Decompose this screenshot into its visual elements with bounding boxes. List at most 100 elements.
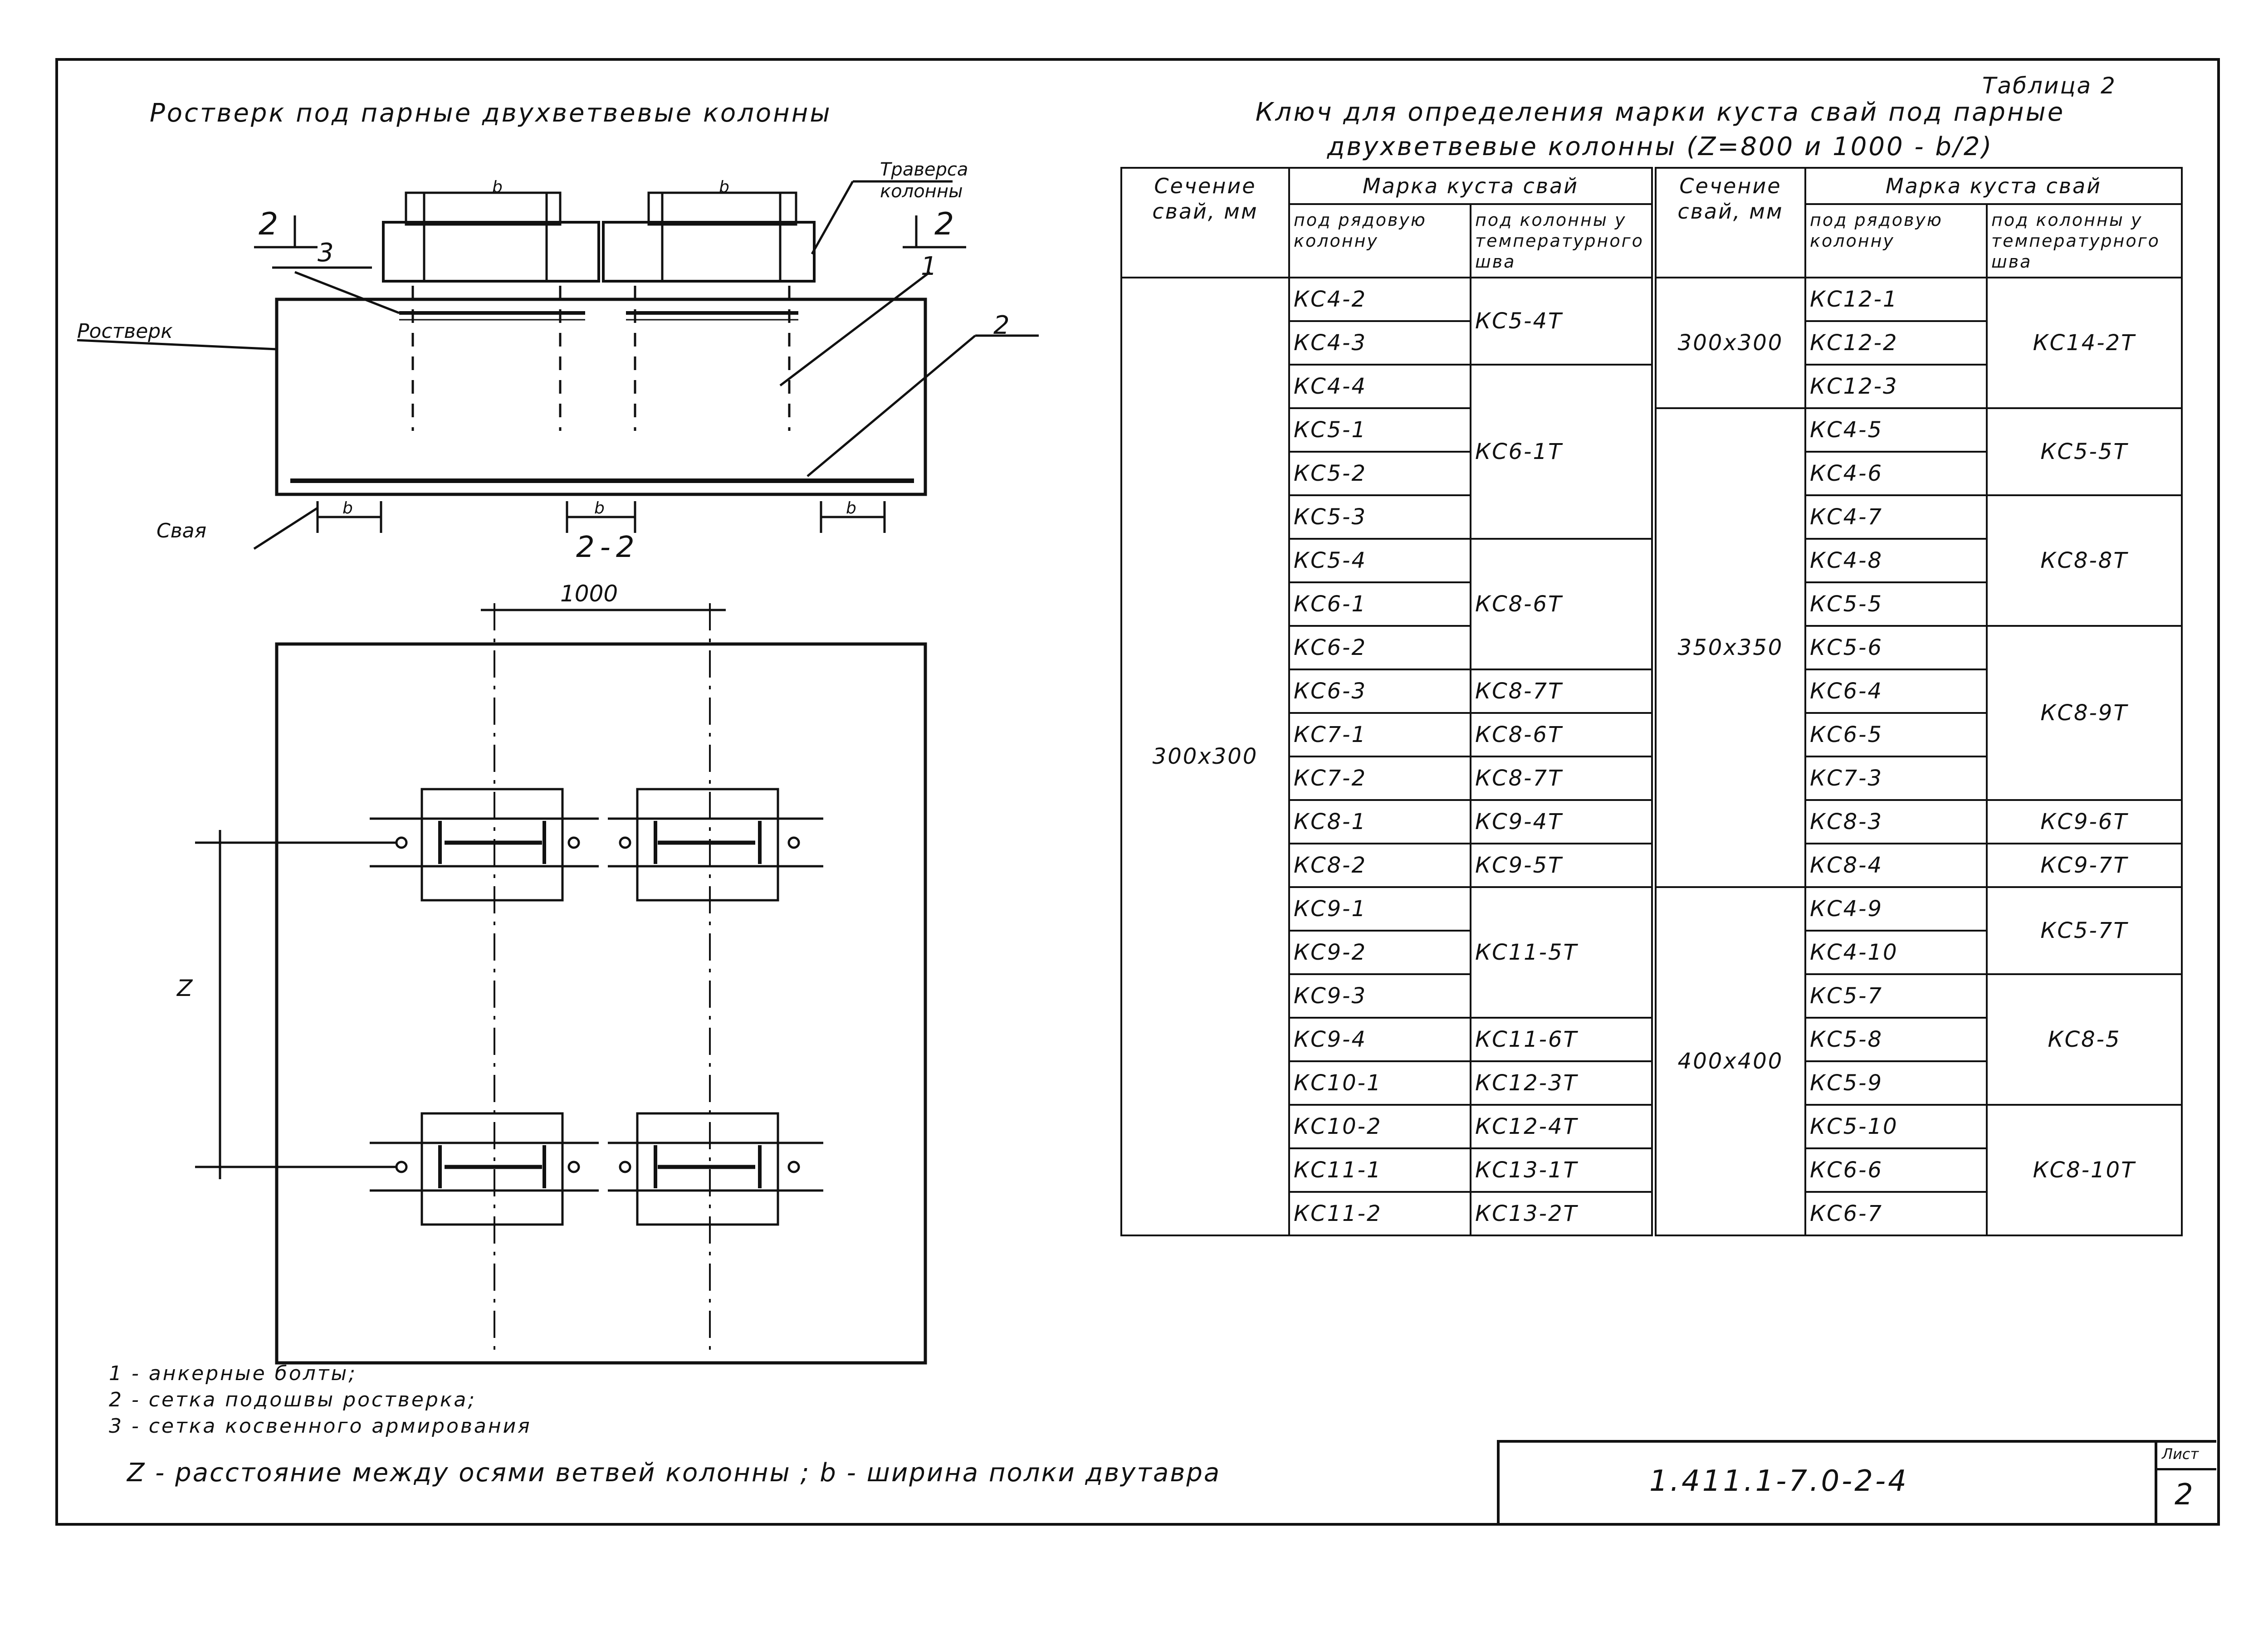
traverse-label: Траверса колонны: [880, 159, 968, 202]
grillage-label: Ростверк: [77, 320, 173, 343]
cell-row-mark-right: КС5-7: [1804, 973, 1988, 1019]
cell-row-mark-right: КС6-4: [1804, 669, 1988, 714]
cut-mark-right: 2: [934, 206, 954, 242]
cell-row-mark-left: КС9-3: [1288, 973, 1471, 1019]
cell-row-mark-right: КС12-1: [1804, 277, 1988, 322]
cell-temp-mark-right: КС8-5: [1986, 973, 2183, 1106]
header-section-right: Сечение свай, мм: [1653, 167, 1806, 278]
cell-temp-mark-left: КС12-3Т: [1470, 1060, 1657, 1106]
frame-bottom-rule: [55, 1523, 2217, 1526]
callout-3: 3: [318, 238, 334, 268]
cell-section-right: 300x300: [1653, 277, 1806, 409]
cell-row-mark-left: КС11-2: [1288, 1191, 1471, 1236]
drawing-code: 1.411.1-7.0-2-4: [1649, 1464, 1909, 1498]
column-left-top: [405, 191, 562, 226]
dim-b: b: [846, 499, 856, 517]
header-temp-left: под колонны у температурного шва: [1470, 203, 1657, 278]
dim-b: b: [594, 499, 605, 517]
cell-row-mark-left: КС9-1: [1288, 886, 1471, 932]
cell-row-mark-right: КС4-8: [1804, 538, 1988, 583]
dim-b: b: [719, 178, 729, 196]
cell-row-mark-left: КС9-4: [1288, 1017, 1471, 1062]
dim-z: Z: [177, 975, 193, 1001]
cell-temp-mark-left: КС13-1Т: [1470, 1147, 1657, 1193]
cell-row-mark-right: КС5-10: [1804, 1104, 1988, 1149]
cell-temp-mark-right: КС9-7Т: [1986, 843, 2183, 888]
column-base-left: [382, 221, 600, 283]
cell-row-mark-right: КС5-9: [1804, 1060, 1988, 1106]
grillage-body: [275, 298, 927, 496]
cell-row-mark-left: КС6-3: [1288, 669, 1471, 714]
note-2: 2 - сетка подошвы ростверка;: [109, 1388, 477, 1411]
grillage-title: Ростверк под парные двухветвевые колонны: [150, 98, 832, 128]
cell-temp-mark-left: КС11-5Т: [1470, 886, 1657, 1019]
cell-row-mark-left: КС8-2: [1288, 843, 1471, 888]
cell-temp-mark-left: КС13-2Т: [1470, 1191, 1657, 1236]
cell-row-mark-right: КС5-6: [1804, 625, 1988, 670]
dim-1000: 1000: [560, 581, 618, 607]
cell-row-mark-left: КС8-1: [1288, 799, 1471, 844]
cell-row-mark-right: КС6-6: [1804, 1147, 1988, 1193]
column-plan: [636, 788, 779, 902]
cell-temp-mark-right: КС5-5Т: [1986, 407, 2183, 496]
cell-temp-mark-right: КС8-8Т: [1986, 494, 2183, 627]
table-title: Ключ для определения марки куста свай по…: [1116, 95, 2204, 164]
cell-temp-mark-right: КС14-2Т: [1986, 277, 2183, 409]
cell-row-mark-right: КС5-8: [1804, 1017, 1988, 1062]
cell-row-mark-left: КС7-1: [1288, 712, 1471, 757]
pile-cluster-table: Сечение свай, мм Марка куста свай Сечени…: [1120, 167, 2183, 1236]
cell-temp-mark-left: КС12-4Т: [1470, 1104, 1657, 1149]
cell-row-mark-left: КС4-2: [1288, 277, 1471, 322]
cell-row-mark-left: КС6-1: [1288, 581, 1471, 627]
table-title-line1: Ключ для определения марки куста свай по…: [1255, 98, 2065, 127]
notes-block: 1 - анкерные болты; 2 - сетка подошвы ро…: [109, 1361, 532, 1440]
header-temp-right: под колонны у температурного шва: [1986, 203, 2183, 278]
cell-temp-mark-left: КС9-5Т: [1470, 843, 1657, 888]
cell-temp-mark-right: КС9-6Т: [1986, 799, 2183, 844]
column-plan: [420, 788, 564, 902]
cell-temp-mark-left: КС8-7Т: [1470, 669, 1657, 714]
header-mark-right: Марка куста свай: [1804, 167, 2183, 205]
cell-row-mark-left: КС7-2: [1288, 756, 1471, 801]
dim-b: b: [342, 499, 353, 517]
cell-row-mark-right: КС4-10: [1804, 930, 1988, 975]
table-title-line2: двухветвевые колонны (Z=800 и 1000 - b/2…: [1327, 132, 1994, 161]
cell-temp-mark-left: КС11-6Т: [1470, 1017, 1657, 1062]
plan-outline: [275, 642, 927, 1365]
cell-section-left: 300x300: [1120, 277, 1290, 1236]
table-subheader-row: под рядовую колонну под колонны у темпер…: [1121, 203, 2183, 278]
cell-row-mark-left: КС5-4: [1288, 538, 1471, 583]
cell-temp-mark-right: КС5-7Т: [1986, 886, 2183, 975]
cell-temp-mark-left: КС8-6Т: [1470, 712, 1657, 757]
callout-1: 1: [921, 252, 937, 281]
cell-row-mark-left: КС9-2: [1288, 930, 1471, 975]
cell-row-mark-left: КС5-3: [1288, 494, 1471, 540]
cell-row-mark-right: КС12-2: [1804, 320, 1988, 366]
table-row: КС9-2 КС4-10: [1121, 930, 2182, 975]
header-section-left: Сечение свай, мм: [1120, 167, 1290, 278]
cell-row-mark-left: КС10-2: [1288, 1104, 1471, 1149]
table-header-row: Сечение свай, мм Марка куста свай Сечени…: [1120, 167, 2183, 278]
column-plan: [636, 1112, 779, 1226]
cell-row-mark-right: КС4-9: [1804, 886, 1988, 932]
